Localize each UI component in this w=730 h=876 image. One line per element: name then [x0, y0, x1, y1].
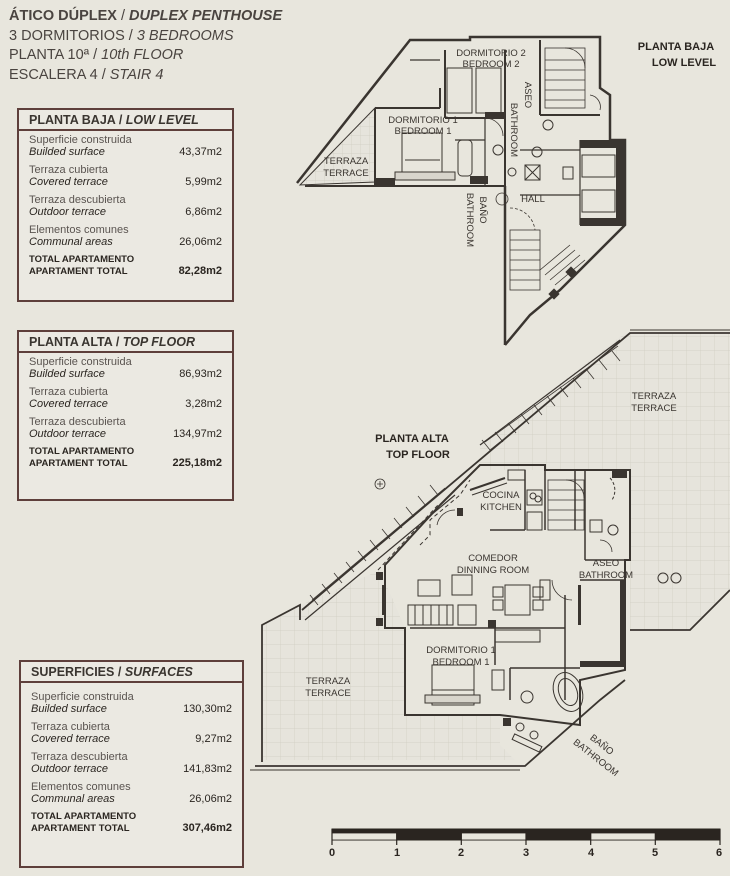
scale-tick-1: 1	[394, 847, 401, 859]
top-aseo-fixtures	[589, 477, 619, 536]
low-outer-wall	[296, 35, 627, 346]
bano-label: BAÑO	[477, 197, 488, 224]
scale-tick-5: 5	[652, 847, 659, 859]
top-right-terrace-label-en: TERRACE	[631, 403, 676, 414]
panel-title: PLANTA BAJA / LOW LEVEL	[19, 110, 232, 131]
top-left-terrace-label-en: TERRACE	[305, 688, 350, 699]
top-floor-title-en: TOP FLOOR	[386, 449, 450, 461]
low-level-panel: PLANTA BAJA / LOW LEVEL Superficie const…	[17, 108, 234, 302]
top-bedroom-furniture	[424, 664, 505, 706]
bedroom1-label-en: BEDROOM 1	[394, 126, 451, 137]
low-level-title-es: PLANTA BAJA	[638, 41, 714, 53]
bano-bathroom-label: BATHROOM	[464, 193, 475, 247]
title-line-4: ESCALERA 4 / STAIR 4	[9, 66, 164, 83]
bedroom2-label-en: BEDROOM 2	[462, 59, 519, 70]
kitchen-label-es: COCINA	[483, 490, 521, 501]
aseo-bathroom-label: BATHROOM	[508, 103, 519, 157]
top-left-terrace-label-es: TERRAZA	[306, 676, 351, 687]
low-wall-blocks	[375, 112, 625, 300]
kitchen-label-en: KITCHEN	[480, 502, 522, 513]
top-left-terrace	[262, 570, 515, 760]
top-aseo-label-en: BATHROOM	[579, 570, 633, 581]
top-spiral-stair	[547, 479, 585, 531]
scale-bar	[331, 828, 721, 845]
top-floor-title-es: PLANTA ALTA	[375, 433, 449, 445]
low-level-labels: PLANTA BAJA LOW LEVEL DORMITORIO 2 BEDRO…	[323, 41, 716, 247]
top-railing-upper	[481, 345, 621, 451]
low-bath-fixtures	[457, 119, 616, 213]
scale-tick-6: 6	[716, 847, 723, 859]
top-bath-fixtures	[511, 572, 682, 753]
title-line-3: PLANTA 10ª / 10th FLOOR	[9, 47, 184, 63]
hall-label: HALL	[521, 194, 545, 205]
low-doors	[484, 94, 601, 231]
low-stairs-lower	[509, 229, 586, 291]
scale-tick-4: 4	[588, 847, 595, 859]
low-stairs-upper	[544, 47, 586, 109]
top-right-terrace-label-es: TERRAZA	[632, 391, 677, 402]
top-floor-panel: PLANTA ALTA / TOP FLOOR Superficie const…	[17, 330, 234, 501]
top-doors	[374, 478, 613, 601]
top-bedroom1-label-es: DORMITORIO 1	[426, 645, 496, 656]
title-line-1: ÁTICO DÚPLEX / DUPLEX PENTHOUSE	[9, 8, 283, 24]
top-aseo-label-es: ASEO	[593, 558, 619, 569]
terrace-label-en: TERRACE	[323, 168, 368, 179]
scale-tick-2: 2	[458, 847, 465, 859]
top-dining-furniture	[407, 574, 551, 643]
top-floor-plan	[250, 329, 730, 771]
bedroom2-label-es: DORMITORIO 2	[456, 48, 526, 59]
dining-label-en: DINNING ROOM	[457, 565, 529, 576]
top-floor-labels: PLANTA ALTA TOP FLOOR TERRAZA TERRACE CO…	[305, 391, 677, 779]
top-wall-blocks	[376, 470, 627, 726]
title-block: ÁTICO DÚPLEX / DUPLEX PENTHOUSE 3 DORMIT…	[9, 7, 282, 85]
low-beds	[394, 67, 502, 181]
top-kitchen	[469, 469, 543, 531]
dining-label-es: COMEDOR	[468, 553, 518, 564]
surfaces-panel: SUPERFICIES / SURFACES Superficie constr…	[19, 660, 244, 868]
low-level-title-en: LOW LEVEL	[652, 57, 716, 69]
scale-tick-0: 0	[329, 847, 336, 859]
scale-tick-3: 3	[523, 847, 530, 859]
aseo-label: ASEO	[522, 82, 533, 108]
bedroom1-label-es: DORMITORIO 1	[388, 115, 458, 126]
top-railing-lower	[309, 484, 446, 606]
title-line-2: 3 DORMITORIOS / 3 BEDROOMS	[9, 27, 234, 44]
low-level-plan	[296, 35, 627, 346]
top-building-outline	[384, 464, 631, 727]
terrace-label-es: TERRAZA	[324, 156, 369, 167]
panel-title: SUPERFICIES / SURFACES	[21, 662, 242, 683]
top-bedroom1-label-en: BEDROOM 1	[432, 657, 489, 668]
panel-title: PLANTA ALTA / TOP FLOOR	[19, 332, 232, 353]
